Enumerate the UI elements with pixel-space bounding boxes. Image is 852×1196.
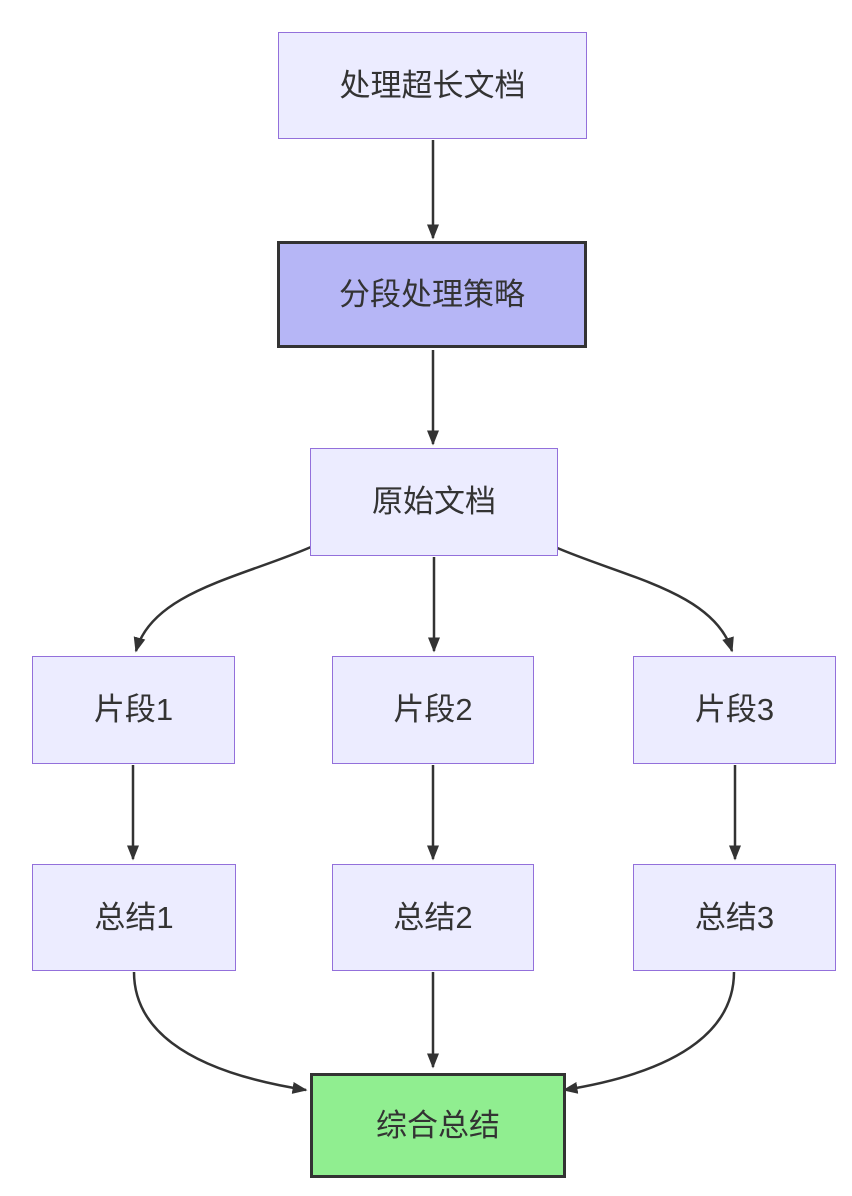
node-summary-1: 总结1	[32, 864, 236, 971]
edge-original-to-fragment3	[554, 545, 734, 653]
node-summary-2: 总结2	[332, 864, 534, 971]
node-process-long-document: 处理超长文档	[278, 32, 587, 139]
node-fragment-3: 片段3	[633, 656, 836, 764]
node-final-summary: 综合总结	[310, 1073, 566, 1178]
node-label: 总结3	[694, 899, 775, 935]
node-label: 片段1	[93, 692, 174, 728]
node-summary-3: 总结3	[633, 864, 836, 971]
node-label: 分段处理策略	[339, 276, 525, 312]
edge-summary3-to-final	[562, 971, 736, 1094]
node-label: 片段2	[393, 692, 473, 728]
node-original-document: 原始文档	[310, 448, 558, 556]
edge-summary1-to-final	[132, 971, 308, 1094]
node-label: 总结2	[393, 899, 473, 935]
node-fragment-2: 片段2	[332, 656, 534, 764]
node-label: 原始文档	[372, 484, 496, 520]
node-segment-strategy: 分段处理策略	[277, 241, 587, 348]
node-label: 片段3	[694, 692, 775, 728]
node-label: 处理超长文档	[339, 67, 526, 103]
node-fragment-1: 片段1	[32, 656, 235, 764]
edge-original-to-fragment1	[133, 545, 312, 653]
node-label: 综合总结	[376, 1107, 500, 1143]
node-label: 总结1	[94, 899, 174, 935]
